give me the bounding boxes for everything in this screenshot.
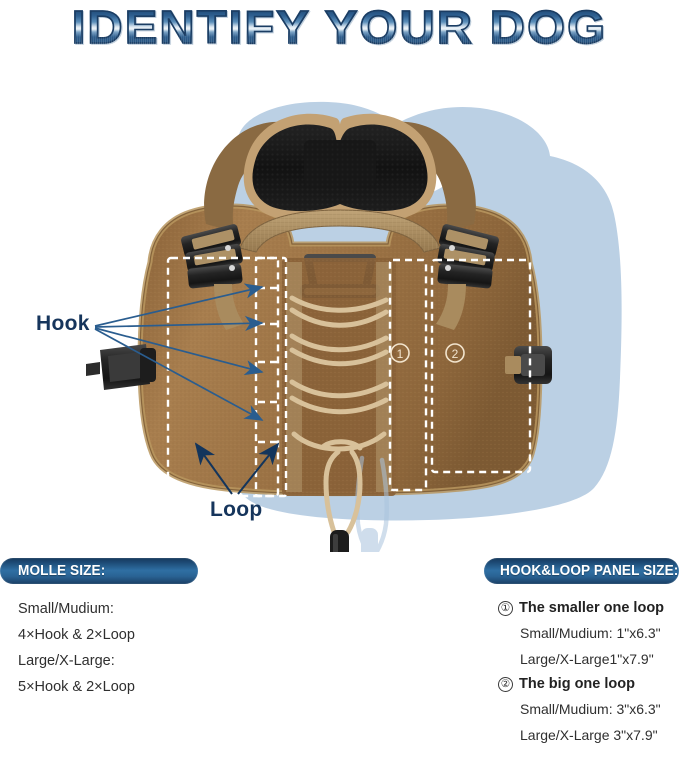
svg-text:1: 1 <box>397 347 404 361</box>
loop-item-size: Large/X-Large 3"x7.9" <box>520 727 658 743</box>
molle-size-heading: MOLLE SIZE: <box>0 558 198 584</box>
loop-panel-outlines <box>388 258 532 492</box>
loop-item-heading: ② The big one loop <box>484 672 679 696</box>
hook-callout-label: Hook <box>36 312 90 335</box>
loop-panel-2-outline <box>430 258 532 474</box>
hook-loop-size-body: ① The smaller one loop Small/Mudium: 1"x… <box>484 596 679 748</box>
loop-item-number: ① <box>498 600 513 616</box>
neck-padding <box>243 113 437 221</box>
bungee-cord-pull <box>321 439 390 552</box>
panel-marker-2: 2 <box>445 343 465 363</box>
molle-line: Small/Mudium: <box>18 601 114 617</box>
hook-loop-size-heading: HOOK&LOOP PANEL SIZE: <box>484 558 679 584</box>
bungee-lacing-panel <box>282 258 396 496</box>
molle-line: 5×Hook & 2×Loop <box>18 679 135 695</box>
svg-text:2: 2 <box>452 347 459 361</box>
molle-line: Large/X-Large: <box>18 653 115 669</box>
loop-item-number: ② <box>498 676 513 692</box>
page-title: IDENTIFY YOUR DOG <box>0 1 679 60</box>
hook-loop-size-heading-text: HOOK&LOOP PANEL SIZE: <box>500 563 679 579</box>
hook-loop-size-panel: HOOK&LOOP PANEL SIZE: ① The smaller one … <box>484 558 679 748</box>
loop-item-size: Large/X-Large1"x7.9" <box>520 651 654 667</box>
loop-item-heading: ① The smaller one loop <box>484 596 679 620</box>
product-illustration: 1 2 <box>0 62 679 552</box>
panel-marker-1: 1 <box>390 343 410 363</box>
molle-size-heading-text: MOLLE SIZE: <box>18 563 106 579</box>
page-title-text: IDENTIFY YOUR DOG <box>0 1 679 53</box>
loop-item-size: Small/Mudium: 1"x6.3" <box>520 625 661 641</box>
hook-callout-arrows <box>94 283 264 421</box>
loop-panel-1-outline <box>388 258 428 492</box>
side-buckle-left <box>86 344 156 390</box>
loop-callout-arrows <box>194 442 280 495</box>
side-buckle-right <box>505 346 552 384</box>
molle-line: 4×Hook & 2×Loop <box>18 627 135 643</box>
loop-callout-label: Loop <box>210 498 263 521</box>
loop-item-title: The big one loop <box>519 676 635 692</box>
loop-item-size: Small/Mudium: 3"x6.3" <box>520 701 661 717</box>
molle-size-body: Small/Mudium: 4×Hook & 2×Loop Large/X-La… <box>0 596 330 700</box>
molle-size-panel: MOLLE SIZE: Small/Mudium: 4×Hook & 2×Loo… <box>0 558 330 700</box>
loop-item-title: The smaller one loop <box>519 600 665 616</box>
